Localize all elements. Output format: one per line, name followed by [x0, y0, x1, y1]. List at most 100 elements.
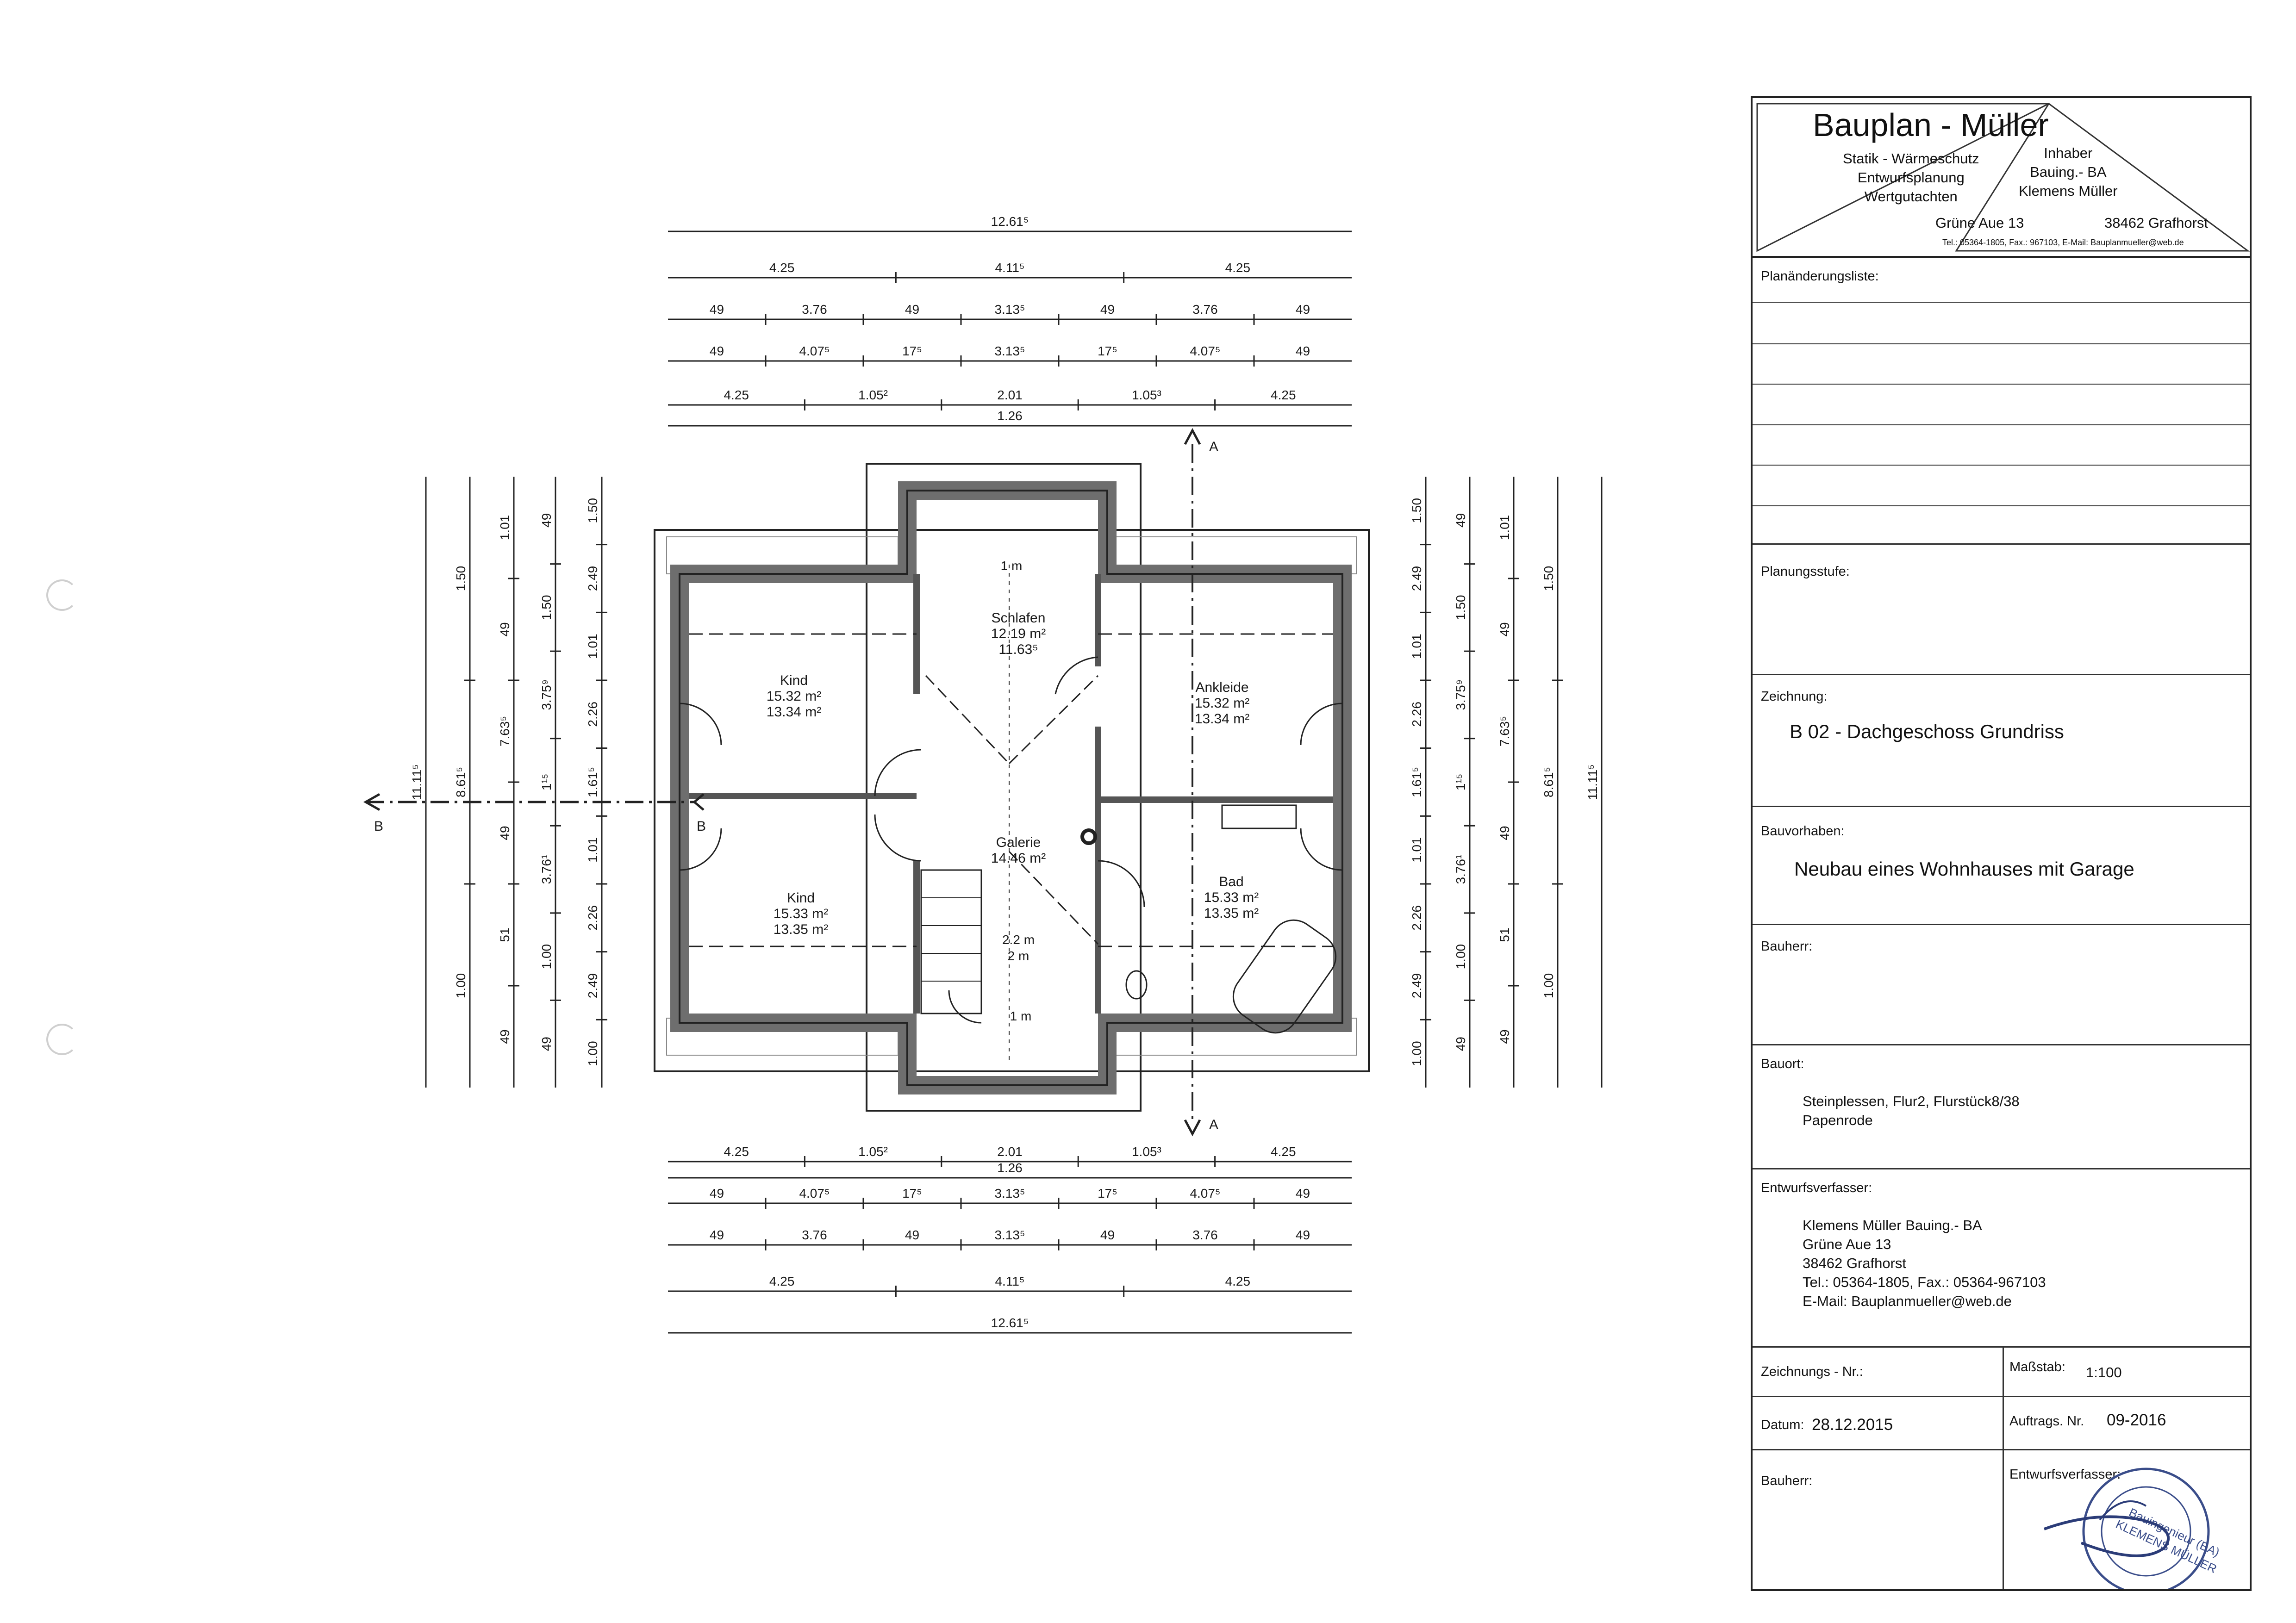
- change-row-divider: [1753, 384, 2250, 385]
- site-label: Bauort:: [1761, 1057, 1804, 1071]
- dimension-label: 49: [710, 344, 724, 358]
- firm-owner-line: Inhaber: [2044, 145, 2093, 161]
- dimension-label: 1.26: [997, 1161, 1023, 1175]
- dimension-label: 49: [710, 302, 724, 317]
- dimension-label: 7.63⁵: [1497, 716, 1512, 746]
- room-name: Schlafen: [992, 610, 1046, 626]
- room-area1: 14.46 m²: [991, 851, 1046, 866]
- dimension-label: 1.01: [498, 515, 512, 541]
- dimension-label: 2.49: [1410, 973, 1424, 999]
- dimension-label: 1.01: [586, 634, 600, 659]
- client-label: Bauherr:: [1761, 939, 1813, 954]
- author-line: E-Mail: Bauplanmueller@web.de: [1803, 1293, 2012, 1309]
- drawing-label: Zeichnung:: [1761, 689, 1828, 704]
- dimension-label: 49: [498, 826, 512, 840]
- dimension-label: 4.11⁵: [995, 261, 1024, 275]
- firm-header: Bauplan - Müller Statik - Wärmeschutz En…: [1753, 98, 2250, 258]
- firm-city: 38462 Grafhorst: [2104, 215, 2209, 231]
- firm-owner-line: Bauing.- BA: [2030, 164, 2107, 180]
- room-area2: 13.35 m²: [1204, 906, 1259, 921]
- dimension-label: 49: [539, 513, 554, 528]
- author-line: Tel.: 05364-1805, Fax.: 05364-967103: [1803, 1274, 2046, 1290]
- dimension-label: 2.01: [997, 388, 1023, 402]
- room-area1: 15.32 m²: [1195, 696, 1249, 711]
- change-row-divider: [1753, 505, 2250, 506]
- planning-stage-label: Planungsstufe:: [1761, 564, 1850, 579]
- project-title: Neubau eines Wohnhauses mit Garage: [1794, 858, 2134, 880]
- room-area1: 15.33 m²: [774, 906, 828, 921]
- dimension-label: 4.25: [1271, 388, 1296, 402]
- dimension-label: 4.25: [1271, 1144, 1296, 1159]
- dimension-label: 1.05²: [858, 388, 888, 402]
- dimension-label: 2.26: [1410, 702, 1424, 727]
- ceiling-height-label: 2 m: [1008, 949, 1029, 963]
- room-area1: 12.19 m²: [991, 626, 1046, 641]
- dimension-label: 49: [1100, 302, 1115, 317]
- planning-stage-section: Planungsstufe:: [1753, 545, 2250, 675]
- room-name: Kind: [780, 673, 808, 688]
- dimension-label: 4.07⁵: [1190, 344, 1220, 358]
- dimension-label: 1.50: [1454, 595, 1468, 621]
- dimension-label: 49: [1296, 1228, 1310, 1242]
- client-section: Bauherr:: [1753, 925, 2250, 1045]
- dimension-label: 4.07⁵: [799, 1186, 830, 1200]
- site-address: Steinplessen, Flur2, Flurstück8/38 Papen…: [1803, 1092, 2020, 1130]
- firm-service-line: Wertgutachten: [1864, 188, 1958, 205]
- room-name: Ankleide: [1195, 680, 1248, 695]
- dimension-label: 4.25: [1225, 261, 1251, 275]
- dimension-label: 4.07⁵: [799, 344, 830, 358]
- dimension-label: 3.75⁹: [1454, 679, 1468, 710]
- dimension-label: 3.13⁵: [994, 302, 1025, 317]
- dimension-label: 8.61⁵: [1541, 767, 1556, 797]
- dimension-label: 49: [1454, 513, 1468, 528]
- title-block: Bauplan - Müller Statik - Wärmeschutz En…: [1751, 96, 2252, 1591]
- dimension-label: 2.26: [1410, 905, 1424, 931]
- dimension-label: 17⁵: [902, 1186, 922, 1200]
- dimension-label: 11.11⁵: [1585, 764, 1600, 800]
- dimension-label: 3.76¹: [539, 855, 554, 884]
- room-area1: 15.32 m²: [767, 689, 821, 704]
- dimension-label: 3.13⁵: [994, 1186, 1025, 1200]
- room-area1: 15.33 m²: [1204, 890, 1259, 905]
- dimension-label: 2.26: [586, 702, 600, 727]
- dimension-label: 49: [1497, 622, 1512, 636]
- dimension-label: 3.13⁵: [994, 344, 1025, 358]
- order-value: 09-2016: [2107, 1411, 2166, 1429]
- scale-value: 1:100: [2086, 1364, 2122, 1380]
- dimension-label: 1.01: [1497, 515, 1512, 541]
- signature-row: Bauherr: Entwurfsverfasser: Bauingenieur…: [1753, 1450, 2250, 1589]
- firm-contact: Tel.: 05364-1805, Fax.: 967103, E-Mail: …: [1942, 238, 2184, 247]
- dimension-label: 1.61⁵: [586, 767, 600, 797]
- dimension-label: 49: [905, 302, 919, 317]
- dimension-label: 1.61⁵: [1410, 767, 1424, 797]
- room-area2: 13.34 m²: [1195, 711, 1249, 727]
- room-area2: 11.63⁵: [998, 642, 1038, 657]
- dimension-label: 49: [1296, 1186, 1310, 1200]
- firm-service-line: Statik - Wärmeschutz: [1843, 150, 1979, 167]
- dimension-label: 3.75⁹: [539, 679, 554, 710]
- room-area2: 13.34 m²: [767, 704, 821, 720]
- dimension-label: 49: [1296, 344, 1310, 358]
- dimension-label: 51: [498, 927, 512, 942]
- dimension-label: 1.26: [997, 409, 1023, 423]
- dimension-label: 49: [1454, 1037, 1468, 1051]
- dimension-label: 11.11⁵: [410, 764, 424, 800]
- dimension-label: 12.61⁵: [991, 1316, 1029, 1330]
- dimension-label: 17⁵: [902, 344, 922, 358]
- dimension-label: 7.63⁵: [498, 716, 512, 746]
- author-line: Klemens Müller Bauing.- BA: [1803, 1217, 1982, 1233]
- dimension-label: 1.01: [586, 837, 600, 863]
- section-a-top-label: A: [1209, 439, 1218, 454]
- firm-service-line: Entwurfsplanung: [1857, 169, 1965, 186]
- author-line: 38462 Grafhorst: [1803, 1255, 1907, 1271]
- dimension-label: 49: [710, 1228, 724, 1242]
- dimension-label: 17⁵: [1098, 1186, 1117, 1200]
- punch-hole-mark-bottom: [46, 1024, 78, 1055]
- drawing-number-label: Zeichnungs - Nr.:: [1761, 1364, 1863, 1379]
- dimension-label: 1.01: [1410, 634, 1424, 659]
- dimension-label: 4.07⁵: [1190, 1186, 1220, 1200]
- author-section: Entwurfsverfasser: Klemens Müller Bauing…: [1753, 1169, 2250, 1348]
- dimension-label: 1.50: [454, 566, 468, 591]
